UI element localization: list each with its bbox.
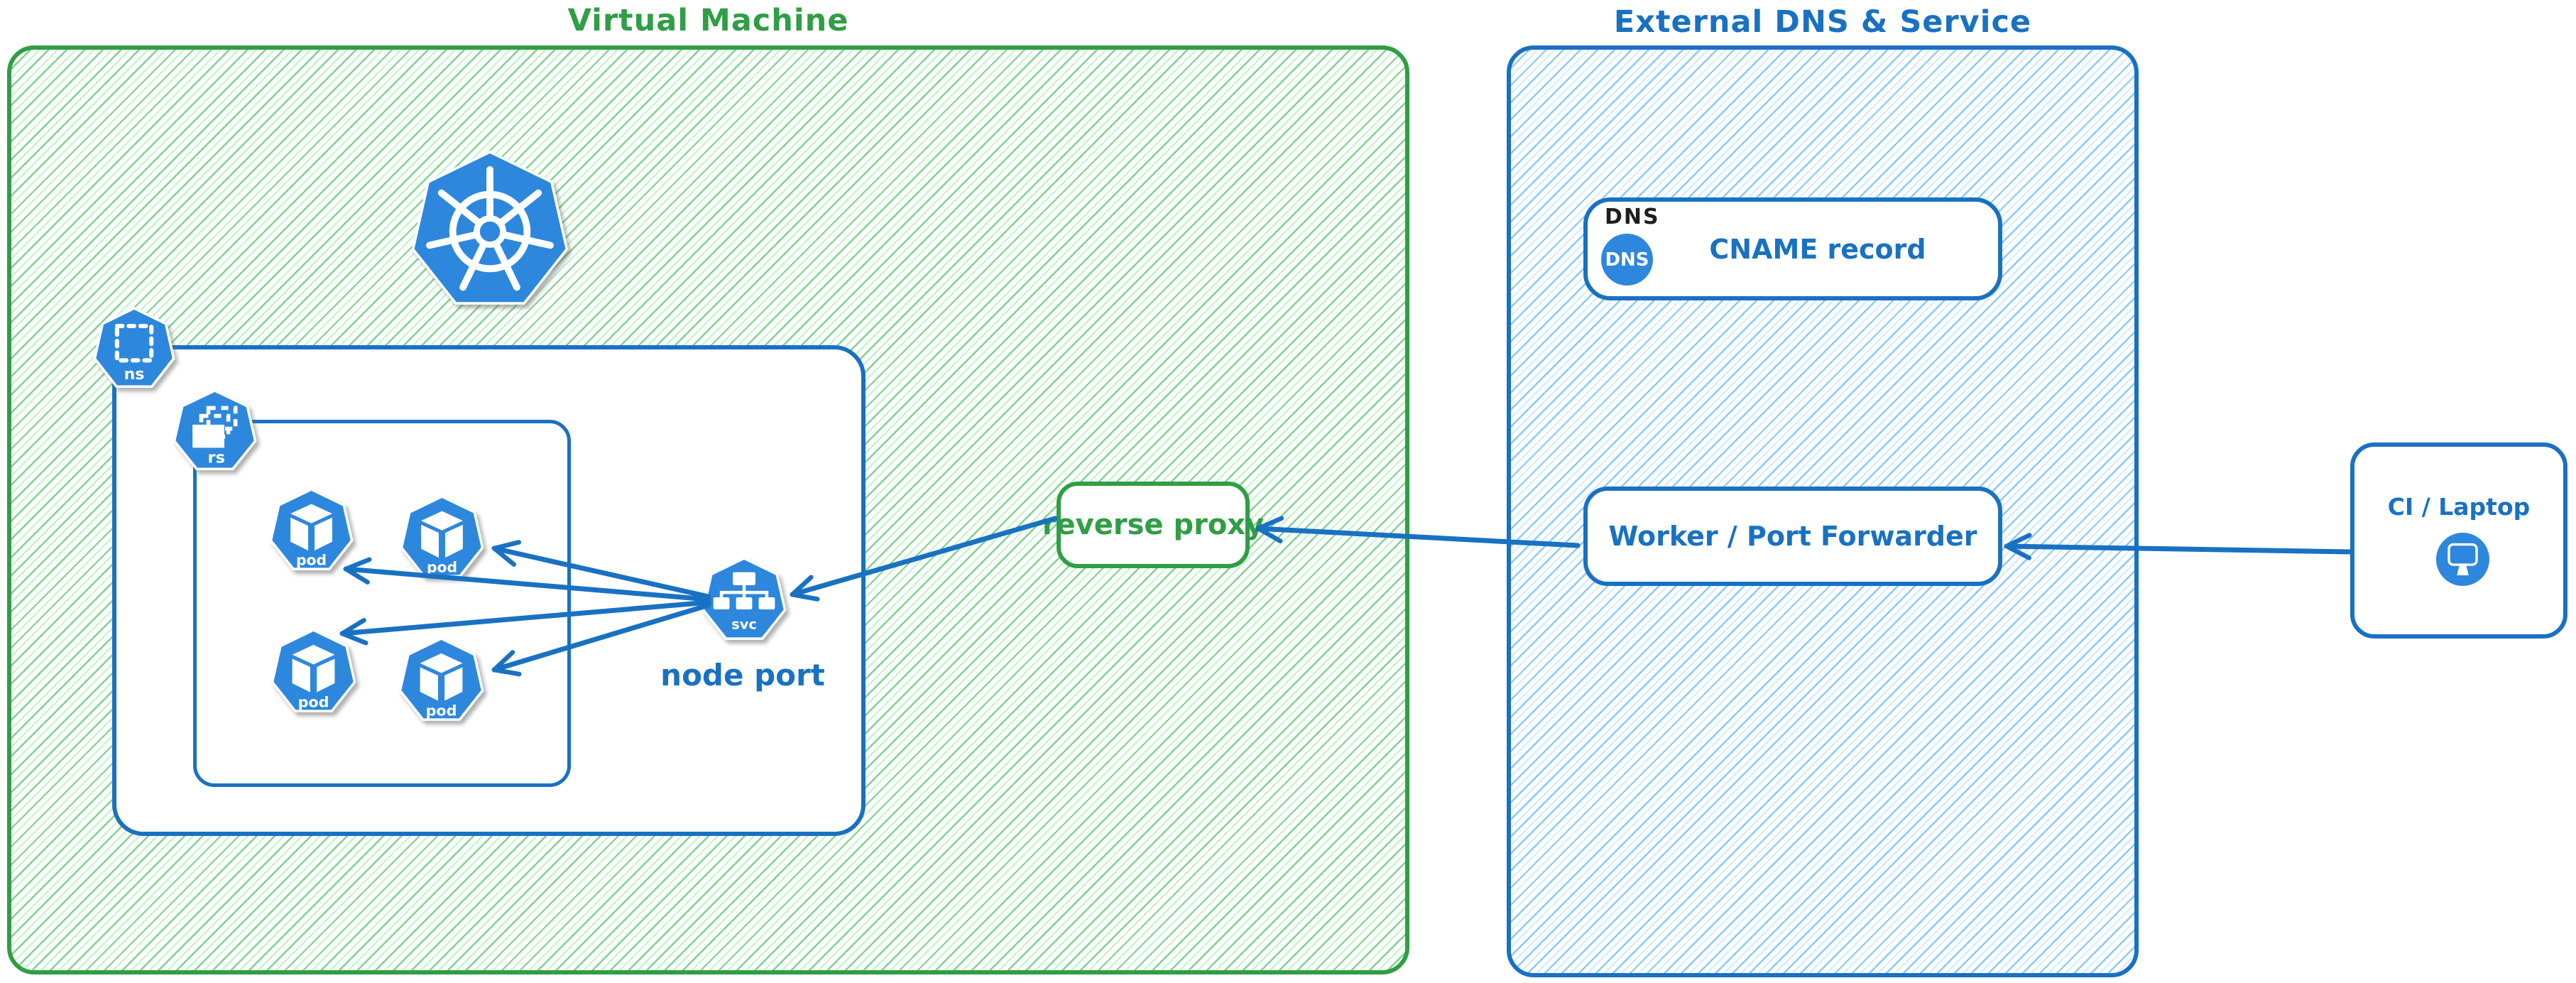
worker-port-forwarder-box: Worker / Port Forwarder	[1583, 487, 2002, 586]
pod-icon: pod	[399, 495, 485, 582]
dns-icon-label: DNS	[1605, 249, 1649, 271]
pod-label: pod	[298, 693, 329, 710]
laptop-icon	[2436, 533, 2489, 586]
pod-label: pod	[426, 702, 457, 719]
dns-icon: DNS	[1601, 234, 1653, 286]
pod-label: pod	[296, 551, 327, 568]
node-port-label: node port	[660, 658, 825, 693]
reverse-proxy-box: reverse proxy	[1042, 482, 1264, 568]
dns-group-label: DNS	[1605, 205, 1660, 229]
dns-record-box	[1583, 197, 2002, 300]
pod-icon: pod	[268, 488, 354, 575]
namespace-label: ns	[124, 366, 145, 384]
namespace-icon: ns	[92, 307, 176, 392]
pod-icon: pod	[398, 637, 485, 725]
worker-label: Worker / Port Forwarder	[1608, 521, 1977, 552]
service-label: svc	[731, 616, 757, 632]
pod-icon: pod	[270, 629, 357, 717]
replicaset-label: rs	[208, 449, 225, 467]
replicaset-box	[193, 420, 571, 787]
pod-label: pod	[427, 558, 457, 575]
reverse-proxy-label: reverse proxy	[1042, 509, 1265, 541]
ci-laptop-label: CI / Laptop	[2387, 493, 2531, 521]
replicaset-icon: rs	[172, 389, 258, 474]
virtual-machine-title: Virtual Machine	[567, 3, 849, 38]
service-icon: svc	[701, 557, 787, 644]
external-dns-title: External DNS & Service	[1613, 4, 2032, 40]
kubernetes-logo-icon	[410, 151, 570, 313]
cname-record-label: CNAME record	[1709, 233, 1926, 265]
